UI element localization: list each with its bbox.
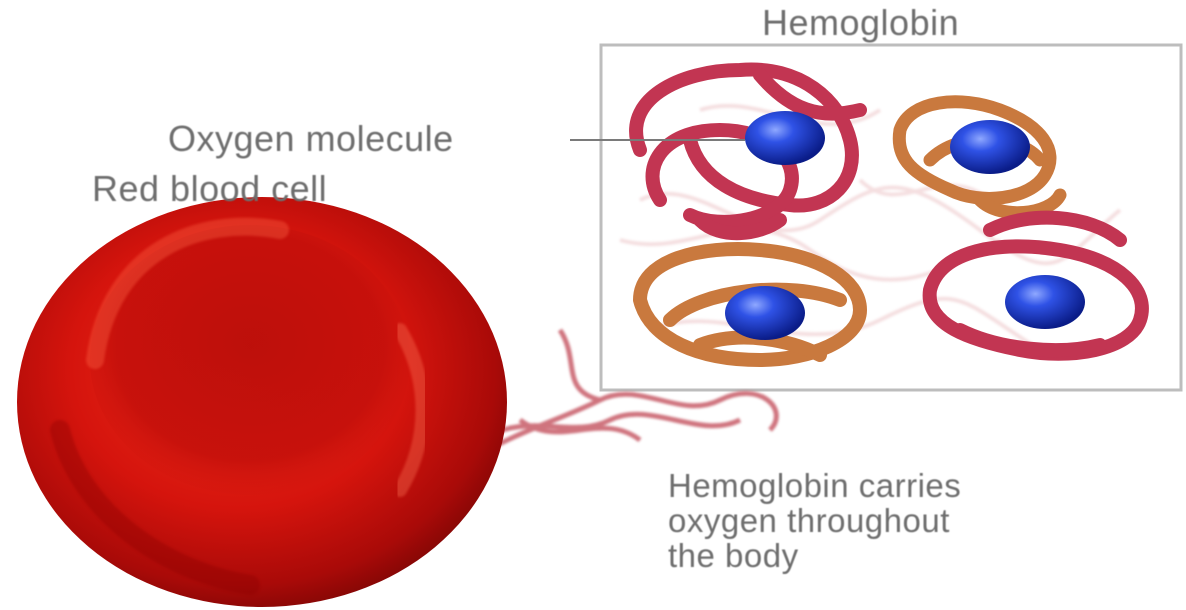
hemoglobin-title: Hemoglobin [762, 2, 959, 44]
oxygen-molecule [950, 120, 1030, 174]
subunit-top-left [636, 70, 860, 234]
red-blood-cell-label: Red blood cell [92, 168, 327, 210]
caption-line: Hemoglobin carries [668, 468, 961, 503]
caption-line: the body [668, 538, 961, 573]
oxygen-molecule [745, 111, 825, 165]
oxygen-molecule [725, 286, 805, 340]
red-blood-cell [17, 197, 507, 607]
hemoglobin-trail [470, 330, 776, 460]
caption: Hemoglobin carries oxygen throughout the… [668, 468, 961, 573]
oxygen-molecule-label: Oxygen molecule [168, 118, 454, 160]
caption-line: oxygen throughout [668, 503, 961, 538]
oxygen-molecule [1005, 275, 1085, 329]
